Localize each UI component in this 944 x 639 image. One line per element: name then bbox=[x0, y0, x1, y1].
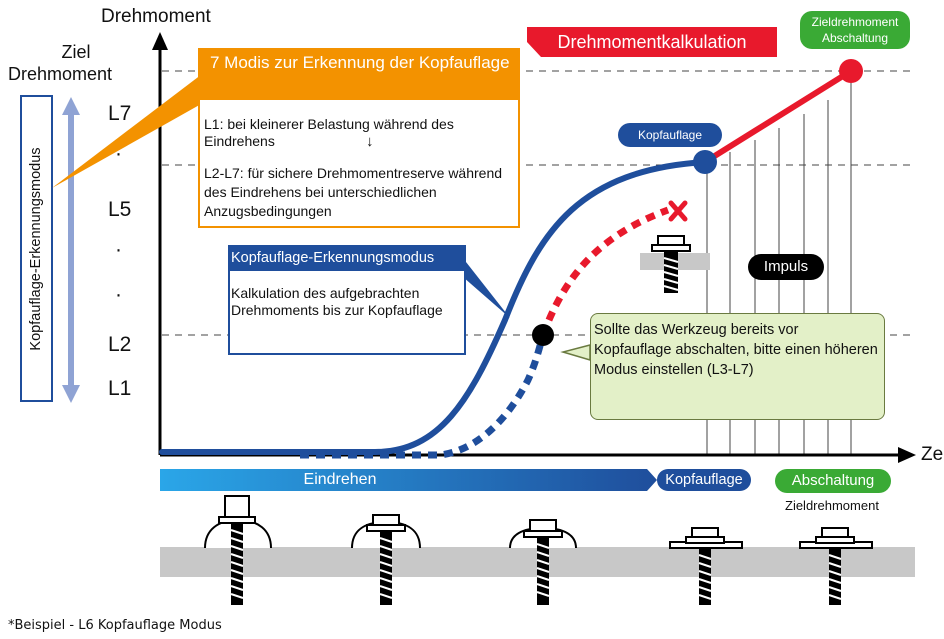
x-axis-arrow bbox=[898, 447, 916, 463]
modes-callout-wedge bbox=[52, 68, 210, 188]
mode-axis-box bbox=[20, 95, 53, 402]
footnote: *Beispiel - L6 Kopfauflage Modus bbox=[8, 618, 222, 633]
shutoff-pill: Abschaltung bbox=[775, 469, 891, 493]
level-l5: L5 bbox=[108, 198, 132, 221]
target-torque-bottom-label: Zieldrehmoment bbox=[785, 498, 879, 513]
detection-box-text: Kalkulation des aufgebrachten Drehmoment… bbox=[231, 285, 443, 318]
target-shutoff-pill: Zieldrehmoment Abschaltung bbox=[800, 11, 910, 49]
mode-axis-label: Kopfauflage-Erkennungsmodus bbox=[28, 147, 44, 351]
mode-range-arrow bbox=[62, 97, 80, 403]
down-arrow-icon: ↓ bbox=[366, 133, 374, 150]
level-dot-1: · bbox=[115, 142, 122, 165]
detection-box: Kopfauflage-Erkennungsmodus Kalkulation … bbox=[228, 245, 466, 355]
level-l1: L1 bbox=[108, 377, 132, 400]
head-contact-pill: Kopfauflage bbox=[618, 123, 722, 147]
torque-calc-line bbox=[703, 68, 853, 165]
torque-curve-red-dotted bbox=[539, 206, 670, 337]
screw-2-icon bbox=[351, 514, 421, 605]
screw-5-icon bbox=[799, 527, 873, 605]
target-shutoff-line2: Abschaltung bbox=[821, 31, 889, 45]
screw-1-icon bbox=[204, 495, 272, 605]
level-l2: L2 bbox=[108, 333, 132, 356]
modes-box-l1-text: L1: bei kleinerer Belastung während des … bbox=[204, 116, 454, 149]
modes-box-title: 7 Modis zur Erkennung der Kopfauflage bbox=[198, 48, 520, 100]
level-dot-2: · bbox=[115, 238, 122, 261]
level-dot-3: · bbox=[115, 283, 122, 306]
warning-callout-wedge bbox=[560, 344, 591, 362]
level-l7: L7 bbox=[108, 102, 132, 125]
screw-4-icon bbox=[669, 527, 743, 605]
small-screw-icon bbox=[640, 235, 710, 293]
torque-curve-blue-dotted bbox=[300, 333, 547, 459]
y-axis-label: Drehmoment bbox=[101, 6, 211, 27]
head-contact-point bbox=[693, 150, 717, 174]
detection-callout-wedge bbox=[455, 248, 510, 318]
warning-box: Sollte das Werkzeug bereits vor Kopfaufl… bbox=[590, 313, 885, 420]
modes-box-l2-text: L2-L7: für sichere Drehmomentreserve wäh… bbox=[204, 165, 503, 219]
head-contact-bottom-pill: Kopfauflage bbox=[657, 469, 751, 491]
y-axis-arrow bbox=[152, 32, 168, 50]
target-shutoff-line1: Zieldrehmoment bbox=[811, 15, 899, 29]
impulse-lines bbox=[706, 71, 852, 455]
early-shutoff-point bbox=[532, 324, 554, 346]
target-torque-line2: Drehmoment bbox=[8, 64, 113, 84]
screwing-in-label: Eindrehen bbox=[303, 471, 377, 488]
target-torque-line1: Ziel bbox=[61, 42, 91, 62]
screw-3-icon bbox=[509, 519, 577, 605]
impulse-pill: Impuls bbox=[748, 254, 824, 280]
x-axis-label: Zeit bbox=[921, 444, 944, 465]
target-point bbox=[839, 59, 863, 83]
detection-box-title: Kopfauflage-Erkennungsmodus bbox=[228, 245, 466, 271]
eindrehen-arrow bbox=[160, 469, 657, 491]
torque-curve-blue bbox=[159, 159, 708, 455]
torque-calc-label: Drehmomentkalkulation bbox=[527, 27, 777, 57]
x-mark-icon bbox=[668, 200, 688, 222]
modes-box: 7 Modis zur Erkennung der Kopfauflage L1… bbox=[198, 48, 520, 228]
